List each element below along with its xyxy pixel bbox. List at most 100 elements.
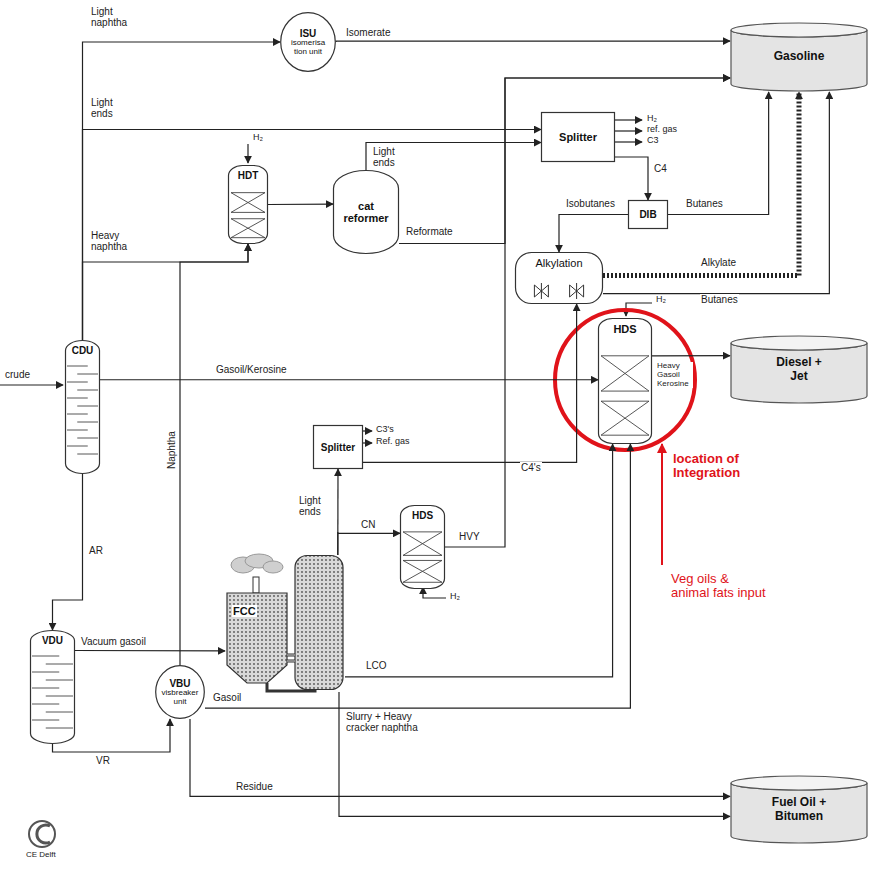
node-label: HDS xyxy=(411,510,434,521)
node-label: Fuel Oil + Bitumen xyxy=(763,796,835,822)
node-label: DIB xyxy=(639,209,656,220)
flow-line xyxy=(366,143,541,171)
flow-line xyxy=(190,719,730,796)
column-box: DIB xyxy=(628,200,668,229)
stream-label: Gasoil xyxy=(212,692,242,703)
product-tank-outline xyxy=(731,336,867,403)
stream-label: Residue xyxy=(235,781,274,792)
input-arrow xyxy=(661,444,663,565)
reactor-vessel: HDS xyxy=(598,318,652,444)
flow-line xyxy=(363,304,577,462)
node-label: HDS xyxy=(612,323,637,335)
stream-label: Butanes xyxy=(700,294,739,305)
annotation-label: C3 xyxy=(646,136,660,146)
flow-line xyxy=(668,92,769,215)
splitter-box-outline xyxy=(314,426,363,469)
stream-label: HVY xyxy=(458,531,481,542)
stream-label: Isomerate xyxy=(345,27,391,38)
node-body: FCC xyxy=(225,555,345,692)
reactor-vessel-shape xyxy=(598,318,652,444)
stream-label: Light ends xyxy=(90,97,126,119)
annotation-label: Ref. gas xyxy=(375,437,411,447)
node-body: ISUisomerisa tion unit xyxy=(280,12,336,72)
node-label: Splitter xyxy=(559,131,597,143)
node-body: Gasoline xyxy=(730,22,868,92)
stream-label: C4 xyxy=(653,163,668,174)
annotation-label: H₂ xyxy=(449,592,461,602)
node-body: VDU xyxy=(30,630,75,744)
node-body: HDS xyxy=(598,318,652,444)
unit-circle-outline xyxy=(156,666,205,719)
node-body: CDU xyxy=(65,340,100,474)
stream-label: LCO xyxy=(365,660,388,671)
node-label: isomerisa tion unit xyxy=(287,39,329,57)
distillation-column: CDU xyxy=(65,340,100,474)
fcc-unit-shape xyxy=(225,555,345,692)
node-label: HDT xyxy=(237,170,260,181)
stream-label: Alkylate xyxy=(700,257,737,268)
distillation-column: VDU xyxy=(30,630,75,744)
node-body: HDT xyxy=(228,165,268,244)
flow-line xyxy=(652,355,730,356)
stream-label: Naphtha xyxy=(166,430,177,470)
distillation-column-shape xyxy=(65,340,100,474)
reactor-vessel-outline xyxy=(599,319,652,444)
node-label: Alkylation xyxy=(534,257,583,269)
reactor-vessel: HDT xyxy=(228,165,268,244)
distillation-column-outline xyxy=(66,341,100,474)
unit-circle: VBUvisbreaker unit xyxy=(155,665,205,719)
flow-line xyxy=(615,157,648,200)
stream-label: Light naphtha xyxy=(90,6,136,28)
flow-line xyxy=(53,474,83,630)
node-label: visbreaker unit xyxy=(158,689,202,707)
stream-label: Light ends xyxy=(298,495,336,517)
node-label: VBU xyxy=(169,678,190,689)
callout-note: Veg oils & animal fats input xyxy=(670,572,768,601)
flow-line xyxy=(100,379,598,381)
alkylation-unit-outline xyxy=(516,253,603,304)
node-label: Diesel + Jet xyxy=(769,356,829,382)
crude-arrow xyxy=(0,384,63,385)
reactor-vessel-outline xyxy=(229,166,268,244)
hydrogen-arrow xyxy=(247,144,248,163)
flow-line xyxy=(339,692,730,816)
stream-label: Vacuum gasoil xyxy=(80,636,147,647)
product-tank-outline xyxy=(731,776,867,843)
node-body: Fuel Oil + Bitumen xyxy=(730,775,868,844)
reactor-vessel-outline xyxy=(401,506,445,589)
output-arrow xyxy=(615,119,642,120)
node-body: cat reformer xyxy=(333,170,399,254)
stream-label: Isobutanes xyxy=(565,198,616,209)
output-arrow xyxy=(615,141,642,142)
reformer-vessel: cat reformer xyxy=(333,170,399,254)
stream-label: VR xyxy=(95,755,111,766)
splitter-box: Splitter xyxy=(313,425,363,469)
output-arrow xyxy=(363,442,372,443)
reactor-vessel: HDS xyxy=(400,505,445,589)
flow-line xyxy=(205,444,630,708)
splitter-box: Splitter xyxy=(541,112,615,162)
product-tank-outline xyxy=(731,23,867,91)
node-body: Diesel + Jet xyxy=(730,335,868,404)
stream-label: Gasoil/Kerosine xyxy=(215,364,288,375)
flow-line xyxy=(268,204,333,206)
node-label: Gasoline xyxy=(774,50,825,63)
stream-label: Butanes xyxy=(685,198,724,209)
node-body: Alkylation xyxy=(515,252,603,304)
stream-label: Light ends xyxy=(372,146,408,168)
flow-line xyxy=(75,650,225,652)
flow-line xyxy=(336,40,730,42)
node-label: Splitter xyxy=(321,442,355,453)
stream-label: C4's xyxy=(520,462,542,473)
flow-line xyxy=(345,444,613,677)
flow-line xyxy=(603,92,829,294)
annotation-label: H₂ xyxy=(655,295,667,305)
flow-line xyxy=(338,532,400,555)
flow-line xyxy=(83,244,249,340)
distillation-column-outline xyxy=(31,631,75,744)
flow-line xyxy=(83,130,542,341)
annotation-label: H₂ xyxy=(646,114,658,124)
flow-line xyxy=(83,42,281,340)
node-body: HDS xyxy=(400,505,445,589)
